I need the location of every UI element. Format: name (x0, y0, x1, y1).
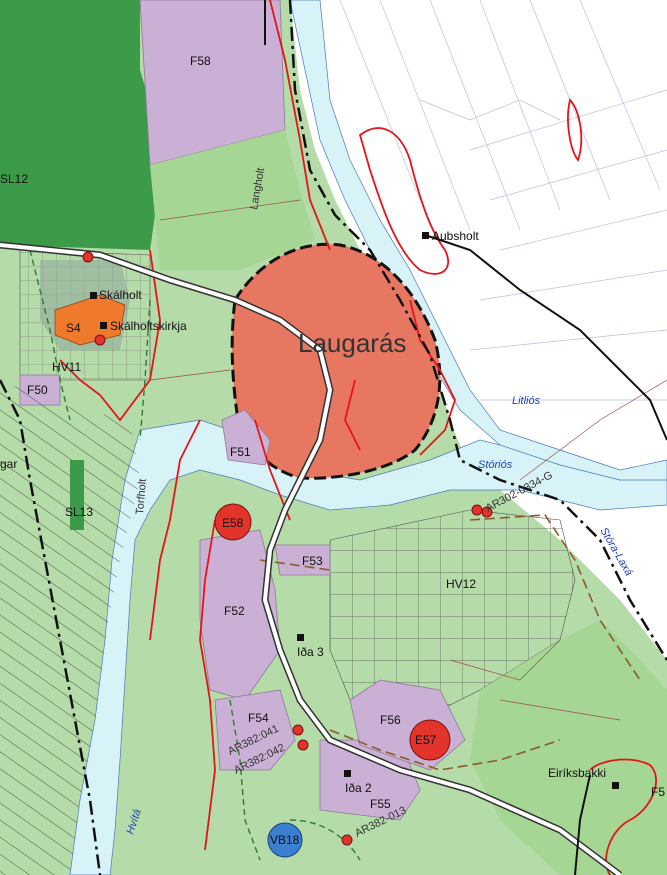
label-f54: F54 (248, 711, 269, 725)
archaeological-site-icon (297, 739, 309, 751)
building-icon (90, 292, 97, 299)
zone-f53 (274, 544, 331, 576)
archaeological-site-icon (82, 251, 94, 263)
label-f50: F50 (27, 383, 48, 397)
label-ida2: Iða 2 (345, 781, 372, 795)
field-lines-ne (339, 0, 667, 401)
label-skalholtskirkja: Skálholtskirkja (110, 319, 187, 333)
label-f52: F52 (224, 604, 245, 618)
archaeological-site-icon (341, 834, 353, 846)
brown-dashed-lines (259, 514, 641, 771)
building-icon (612, 782, 619, 789)
field-lines (149, 199, 667, 721)
label-sl13: SL13 (65, 505, 93, 519)
zone-s4 (54, 294, 126, 346)
label-hv12: HV12 (446, 577, 476, 591)
label-aubsholt: Aubsholt (432, 229, 479, 243)
zone-f51 (221, 409, 271, 466)
zone-laugaras (230, 242, 442, 480)
archaeological-site-icon (292, 724, 304, 736)
label-ida3: Iða 3 (297, 645, 324, 659)
label-vb18: VB18 (270, 833, 300, 847)
green-dashed-lines (29, 249, 361, 861)
label-f55: F55 (370, 797, 391, 811)
building-icon (344, 770, 351, 777)
label-f51: F51 (230, 445, 251, 459)
grass-strip (150, 130, 315, 270)
label-left-cut: gar (0, 457, 17, 471)
zone-f52 (199, 529, 281, 701)
label-sl12: SL12 (0, 172, 28, 186)
label-s4: S4 (66, 321, 81, 335)
river-east (289, 0, 667, 481)
label-f58: F58 (190, 54, 211, 68)
red-boundaries (59, 0, 657, 875)
archaeological-site-icon (481, 506, 493, 518)
label-f53: F53 (302, 554, 323, 568)
forest-sl13 (70, 460, 84, 530)
label-storios: Stóriós (478, 459, 513, 471)
label-laugaras: Laugarás (298, 328, 406, 358)
building-icon (422, 232, 429, 239)
site-e58-marker (214, 503, 252, 541)
archaeological-site-icon (471, 504, 483, 516)
label-skalholt: Skálholt (99, 288, 142, 302)
label-litlios: Litliós (512, 395, 541, 407)
label-hv11: HV11 (52, 360, 81, 374)
vb18-marker (267, 822, 303, 858)
site-e57-marker (409, 719, 451, 761)
label-f56: F56 (380, 713, 401, 727)
label-f5: F5 (651, 785, 665, 799)
label-e58: E58 (222, 516, 244, 530)
label-torfholt: Torfholt (134, 478, 149, 515)
forest-sl12 (0, 0, 160, 250)
label-eiriksbakki: Eiríksbakki (548, 766, 606, 780)
building-icon (297, 634, 304, 641)
label-e57: E57 (415, 733, 437, 747)
archaeological-site-icons (82, 251, 493, 846)
building-icon (100, 322, 107, 329)
building-icons (90, 232, 619, 789)
archaeological-site-icon (94, 334, 106, 346)
zone-f54 (214, 689, 296, 771)
